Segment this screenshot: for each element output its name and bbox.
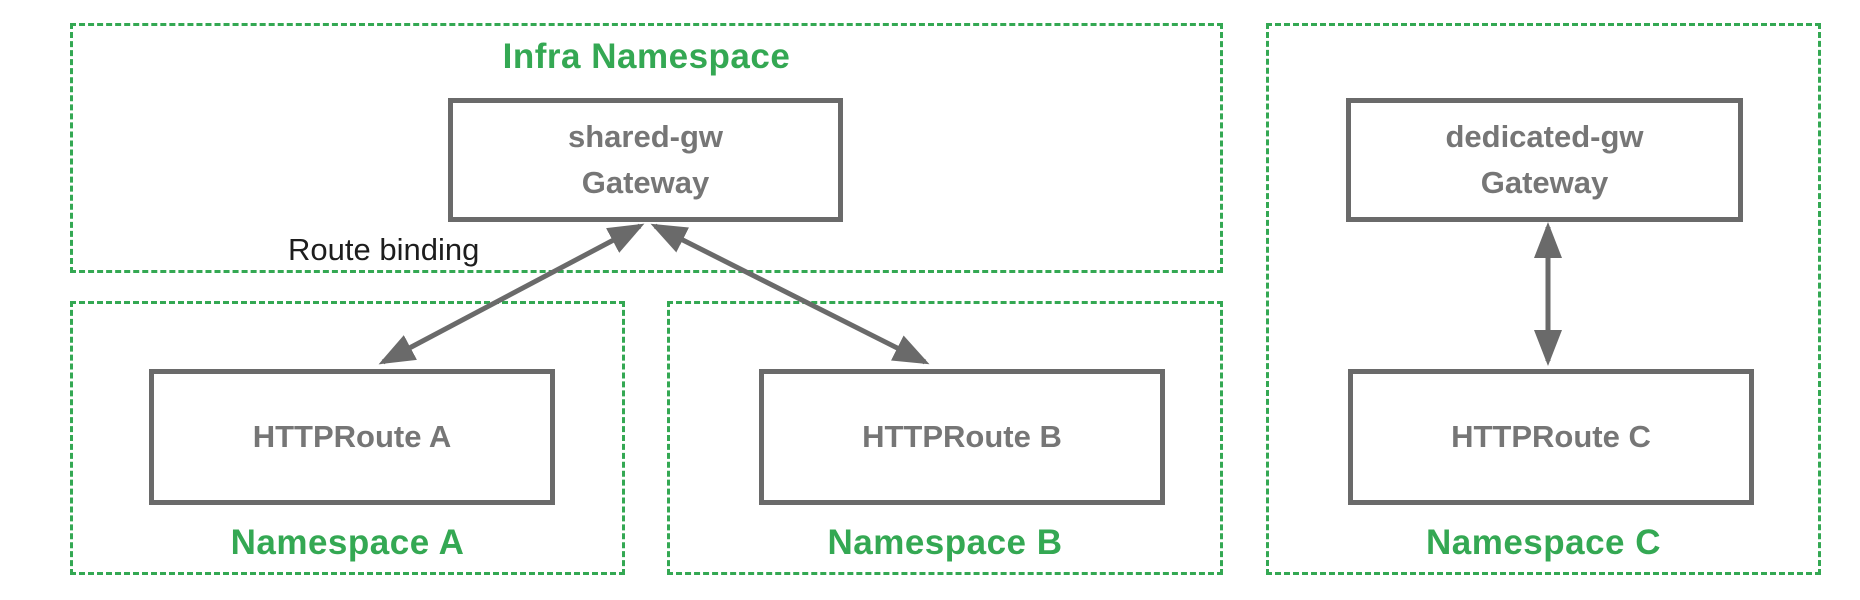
- httproute-c-name: HTTPRoute C: [1451, 418, 1651, 454]
- shared-gw-name: shared-gw: [567, 118, 724, 154]
- node-shared-gw-gateway: shared-gw Gateway: [448, 98, 843, 222]
- namespace-c-container: Namespace C: [1266, 23, 1821, 575]
- node-httproute-b: HTTPRoute B: [759, 369, 1165, 505]
- namespace-infra-container: Infra Namespace: [70, 23, 1223, 273]
- namespace-infra-label: Infra Namespace: [502, 37, 791, 76]
- namespace-c-label: Namespace C: [1425, 523, 1662, 562]
- namespace-b-container: Namespace B: [667, 301, 1223, 575]
- node-httproute-a: HTTPRoute A: [149, 369, 555, 505]
- namespace-a-label: Namespace A: [230, 523, 465, 562]
- dedicated-gw-name: dedicated-gw: [1445, 118, 1644, 154]
- route-binding-label: Route binding: [288, 232, 480, 267]
- node-dedicated-gw-gateway: dedicated-gw Gateway: [1346, 98, 1743, 222]
- dedicated-gw-kind: Gateway: [1480, 165, 1609, 200]
- httproute-b-name: HTTPRoute B: [862, 418, 1062, 454]
- httproute-a-name: HTTPRoute A: [252, 418, 452, 454]
- shared-gw-kind: Gateway: [581, 165, 710, 200]
- namespace-b-label: Namespace B: [827, 523, 1063, 562]
- node-httproute-c: HTTPRoute C: [1348, 369, 1754, 505]
- namespace-a-container: Namespace A: [70, 301, 625, 575]
